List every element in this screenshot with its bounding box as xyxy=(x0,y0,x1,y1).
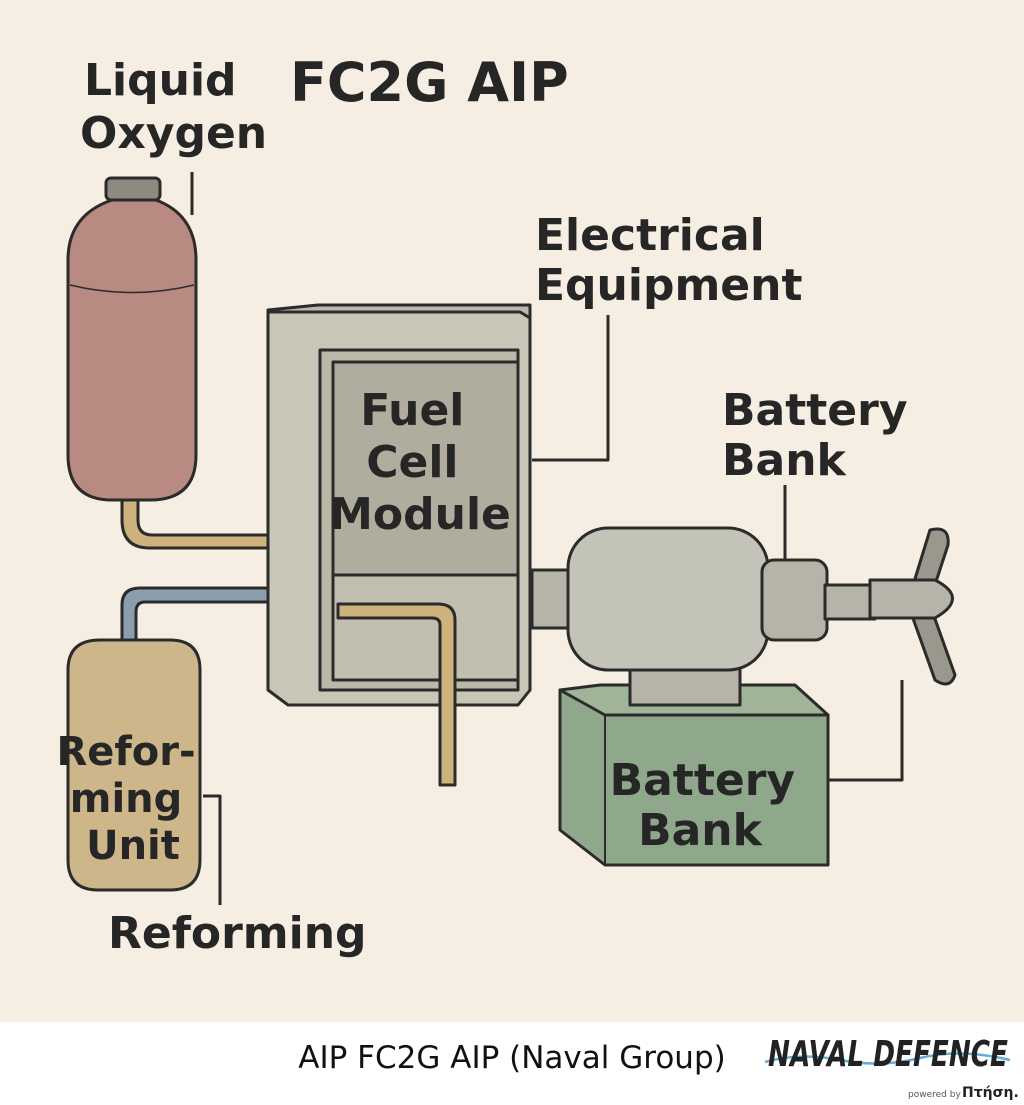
battery-bank-box-label: Battery Bank xyxy=(610,755,811,856)
fuel-cell-module-panel xyxy=(331,360,520,577)
reforming-label: Reforming xyxy=(108,908,367,959)
fuel-cell-pipe xyxy=(336,602,457,787)
liquid-oxygen-label: Liquid Oxygen xyxy=(80,55,267,159)
motor-end xyxy=(760,558,829,642)
oxygen-tank xyxy=(66,198,198,502)
reforming-unit-label: Refor- ming Unit xyxy=(56,729,209,869)
caption-text: AIP FC2G AIP (Naval Group) xyxy=(298,1040,726,1076)
reforming-unit-tank xyxy=(66,638,202,892)
motor xyxy=(566,526,770,672)
logo-brand: Πτήση. xyxy=(962,1085,1019,1101)
electrical-equipment-label: Electrical Equipment xyxy=(535,210,803,311)
battery-bank-top-label: Battery Bank xyxy=(722,385,923,486)
fc2g-aip-diagram: FC2G AIP Liquid Oxygen Electrical Equipm… xyxy=(0,0,1024,1022)
logo-powered-by: powered by xyxy=(908,1090,961,1100)
image-caption: AIP FC2G AIP (Naval Group) xyxy=(0,1040,1024,1076)
propeller-blade-bottom xyxy=(908,603,957,686)
logo-wave xyxy=(764,1052,1011,1065)
diagram-title: FC2G AIP xyxy=(290,51,569,114)
fuel-cell-module-label: Fuel Cell Module xyxy=(329,385,511,540)
logo-name: NAVAL DEFENCE xyxy=(768,1034,1008,1075)
fuel-cell-lower-compartment xyxy=(331,573,520,682)
propeller-shaft xyxy=(823,583,877,621)
propeller-hub xyxy=(868,578,954,620)
oxygen-tank-cap xyxy=(104,176,162,202)
naval-defence-logo[interactable]: NAVAL DEFENCE powered by Πτήση. xyxy=(760,1024,1020,1104)
